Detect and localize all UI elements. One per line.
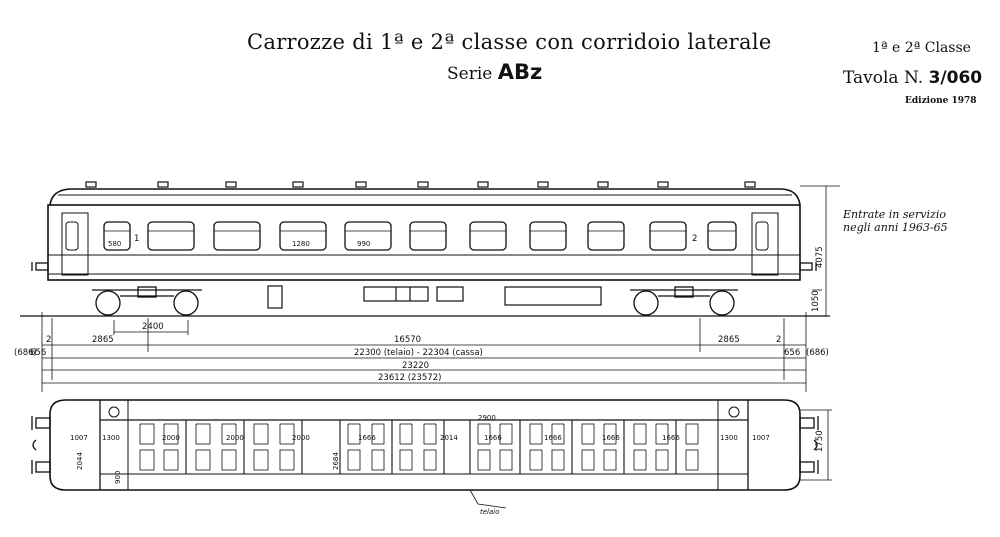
side-elevation: 1 2 580 1280 990 bbox=[20, 181, 840, 317]
dim-right-buffer-b: (686) bbox=[806, 348, 829, 358]
plan-label: 1007 bbox=[752, 434, 770, 442]
plan-label: 1666 bbox=[544, 434, 562, 442]
plan-label: 1300 bbox=[102, 434, 120, 442]
plate-prefix: Tavola N. bbox=[843, 68, 924, 88]
door-right bbox=[751, 212, 779, 276]
plan-label: 2000 bbox=[226, 434, 244, 442]
class-label: 1ª e 2ª Classe bbox=[872, 40, 971, 56]
door-left bbox=[61, 212, 89, 276]
window-number-1280: 1280 bbox=[292, 240, 310, 248]
plan-width: 1750 bbox=[815, 430, 825, 452]
dim-right-small: 2 bbox=[776, 335, 781, 345]
plan-body-outline bbox=[49, 399, 801, 491]
series-label: Serie ABz bbox=[447, 60, 542, 84]
width-dimension bbox=[800, 409, 832, 481]
dim-right-buffer: 656 bbox=[784, 348, 800, 358]
underframe-equipment bbox=[267, 285, 602, 309]
bogie-left bbox=[92, 286, 202, 316]
service-note-line2: negli anni 1963-65 bbox=[843, 221, 948, 234]
plan-label: 2014 bbox=[440, 434, 458, 442]
plan-labels: 1007 1300 2000 2000 2000 1666 2014 2900 … bbox=[70, 414, 770, 484]
window-number-990: 990 bbox=[357, 240, 370, 248]
drawing-title: Carrozze di 1ª e 2ª classe con corridoio… bbox=[247, 30, 772, 54]
dim-frame-lengths: 22300 (telaio) - 22304 (cassa) bbox=[354, 348, 483, 358]
roof-outline bbox=[49, 188, 801, 206]
dim-right-overhang: 2865 bbox=[718, 335, 740, 345]
plan-side-label: 2044 bbox=[76, 452, 84, 470]
bogie-right bbox=[630, 286, 738, 316]
dim-left-overhang: 2865 bbox=[92, 335, 114, 345]
service-note-line1: Entrate in servizio bbox=[843, 208, 946, 221]
roof-vents bbox=[85, 181, 756, 188]
toilet-right bbox=[728, 406, 740, 418]
plan-label: 1666 bbox=[484, 434, 502, 442]
buffers-side bbox=[31, 262, 817, 271]
height-total: 4075 bbox=[815, 246, 825, 268]
plan-side-label: 2684 bbox=[332, 452, 340, 470]
side-windows bbox=[103, 221, 737, 251]
plate-number: Tavola N. 3/060 bbox=[843, 68, 982, 88]
telaio-leader bbox=[469, 489, 507, 509]
height-floor: 1050 bbox=[811, 290, 821, 312]
dim-bogie-gap: 2400 bbox=[142, 322, 164, 332]
plate-code: 3/060 bbox=[928, 68, 983, 88]
compartment-partitions bbox=[185, 420, 677, 474]
dim-bogie-centers: 16570 bbox=[394, 335, 421, 345]
series-prefix: Serie bbox=[447, 64, 493, 84]
door-left-window bbox=[65, 221, 79, 251]
plan-label: 2000 bbox=[292, 434, 310, 442]
series-code: ABz bbox=[497, 60, 543, 84]
plan-label: 1666 bbox=[662, 434, 680, 442]
class-mark-2: 2 bbox=[692, 234, 697, 244]
plan-label: 1300 bbox=[720, 434, 738, 442]
height-dimensions bbox=[800, 185, 840, 317]
service-note: Entrate in servizio negli anni 1963-65 bbox=[843, 208, 948, 234]
plan-label: 2000 bbox=[162, 434, 180, 442]
toilet-left bbox=[108, 406, 120, 418]
plan-side-label: 900 bbox=[114, 471, 122, 484]
plan-label: 1666 bbox=[602, 434, 620, 442]
dim-left-buffer: (686) bbox=[14, 348, 37, 358]
dim-left-buffer-b: 656 bbox=[30, 348, 46, 358]
plan-view: 1750 telaio bbox=[31, 399, 832, 516]
dim-over-buffers: 23612 (23572) bbox=[378, 373, 441, 383]
window-number-580: 580 bbox=[108, 240, 121, 248]
buffers-plan bbox=[31, 416, 819, 474]
telaio-label: telaio bbox=[480, 508, 500, 516]
seats bbox=[139, 423, 699, 471]
dim-left-small: 2 bbox=[46, 335, 51, 345]
length-dimensions bbox=[41, 312, 807, 392]
door-right-window bbox=[755, 221, 769, 251]
edition-label: Edizione 1978 bbox=[905, 96, 977, 106]
plan-label: 1007 bbox=[70, 434, 88, 442]
plan-label: 1666 bbox=[358, 434, 376, 442]
class-mark-1: 1 bbox=[134, 234, 139, 244]
car-body bbox=[47, 204, 801, 281]
plan-label: 2900 bbox=[478, 414, 496, 422]
dim-over-body: 23220 bbox=[402, 361, 429, 371]
